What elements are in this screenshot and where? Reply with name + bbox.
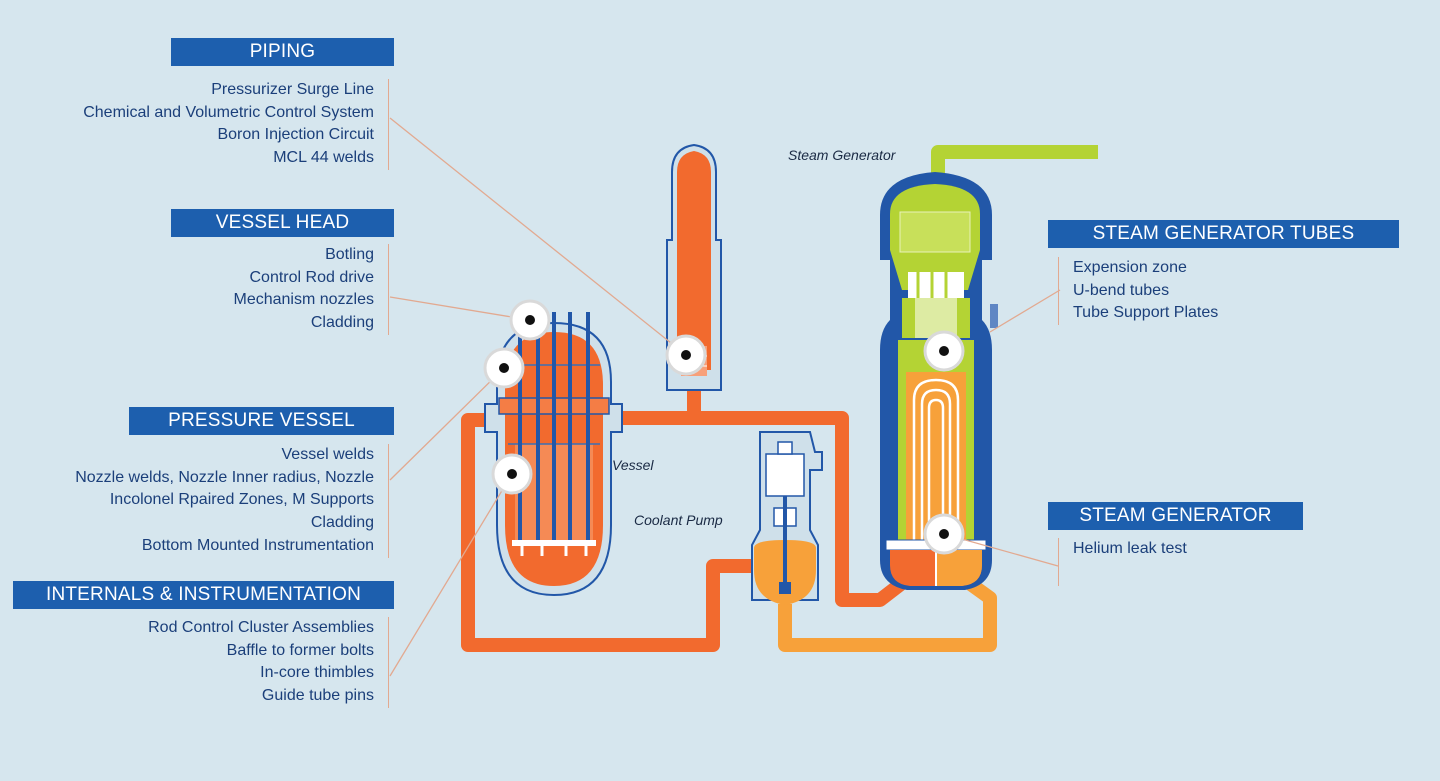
list-item: Baffle to former bolts [226, 641, 374, 659]
piping-header: PIPING [171, 38, 394, 66]
cold-leg-loop [778, 574, 997, 652]
list-item: Chemical and Volumetric Control System [83, 103, 374, 121]
list-item: Pressurizer Surge Line [211, 81, 374, 98]
list-item: Botling [325, 246, 374, 263]
internals-list: Rod Control Cluster Assemblies Baffle to… [148, 617, 389, 708]
coolant-pump-label: Coolant Pump [634, 512, 723, 528]
vessel-head-list: Botling Control Rod drive Mechanism nozz… [233, 244, 389, 335]
steam-generator-label: Steam Generator [788, 147, 896, 163]
steam-generator-header: STEAM GENERATOR [1048, 502, 1303, 530]
vessel-head-header: VESSEL HEAD [171, 209, 394, 237]
piping-list: Pressurizer Surge Line Chemical and Volu… [83, 79, 389, 170]
list-item: MCL 44 welds [273, 149, 374, 167]
inspection-markers [483, 299, 965, 555]
list-item: Mechanism nozzles [233, 291, 375, 309]
list-item: U-bend tubes [1073, 281, 1170, 299]
vessel-label: Vessel [612, 457, 654, 473]
marker-internals [491, 453, 533, 495]
list-item: Guide tube pins [261, 687, 374, 705]
marker-sg-tubes [923, 330, 965, 372]
marker-steam-generator [923, 513, 965, 555]
sg-tubes-header: STEAM GENERATOR TUBES [1048, 220, 1399, 248]
list-item: In-core thimbles [260, 664, 374, 682]
list-item: Helium leak test [1073, 540, 1187, 557]
reactor-vessel [484, 312, 623, 597]
coolant-pump [751, 431, 823, 605]
marker-vessel-head [509, 299, 551, 341]
list-item: Cladding [310, 514, 374, 532]
sg-tubes-list: Expension zone U-bend tubes Tube Support… [1058, 257, 1219, 326]
list-item: Cladding [310, 314, 374, 332]
marker-piping [665, 334, 707, 376]
list-item: Nozzle welds, Nozzle Inner radius, Nozzl… [75, 468, 374, 486]
list-item: Expension zone [1073, 259, 1187, 276]
list-item: Rod Control Cluster Assemblies [148, 619, 374, 636]
pressurizer [666, 143, 722, 391]
pressure-vessel-header: PRESSURE VESSEL [129, 407, 394, 435]
list-item: Control Rod drive [249, 268, 375, 286]
list-item: Tube Support Plates [1073, 304, 1219, 322]
list-item: Incolonel Rpaired Zones, M Supports [109, 491, 374, 509]
steam-generator-list: Helium leak test [1058, 538, 1187, 586]
steam-line [931, 145, 1098, 180]
marker-pressure-vessel [483, 347, 525, 389]
steam-generator [880, 172, 998, 590]
list-item: Vessel welds [281, 446, 375, 463]
list-item: Boron Injection Circuit [217, 126, 374, 144]
internals-header: INTERNALS & INSTRUMENTATION [13, 581, 394, 609]
pressure-vessel-list: Vessel welds Nozzle welds, Nozzle Inner … [75, 444, 389, 558]
list-item: Bottom Mounted Instrumentation [141, 536, 374, 554]
